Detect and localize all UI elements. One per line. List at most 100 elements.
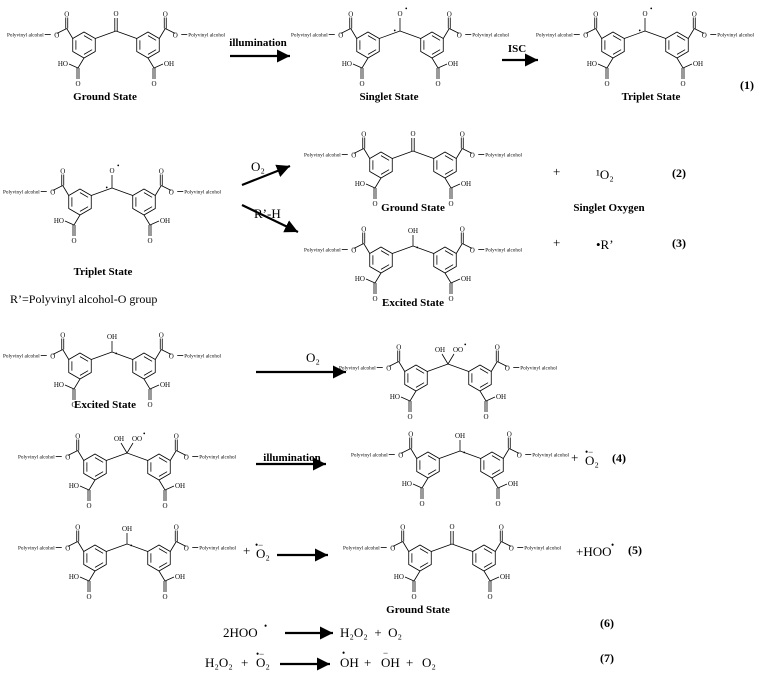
plus-5: + <box>243 543 250 558</box>
eq7-h2o2: H₂O₂ <box>205 655 233 670</box>
ester-o-right: O <box>509 545 514 553</box>
eq7-hydroxide-sup: − <box>383 648 388 658</box>
ester-o-left: O <box>351 152 356 160</box>
acid-bond-right <box>158 570 166 582</box>
acid-oh-bond-left <box>365 278 376 284</box>
acid-oh-bond-right <box>164 576 175 582</box>
ring-double-bond <box>94 457 104 463</box>
ring-double-bond <box>380 250 390 256</box>
ester-o-bond-right <box>501 541 512 547</box>
ring-double-bond <box>79 356 89 362</box>
ring-double-bond <box>367 35 377 41</box>
acid-ho-left: HO <box>69 482 79 490</box>
superoxide-5-sup: •− <box>255 540 263 550</box>
ring-double-bond <box>444 155 454 161</box>
rh-arrow-label: R’-H <box>254 206 281 221</box>
acid-oh-right: OH <box>448 60 458 68</box>
ester-o-bond-left <box>585 28 596 34</box>
pva-left: Polyvinyl alcohol <box>18 546 55 552</box>
o2-arrow-label-2: O₂ <box>306 350 320 365</box>
ester-o-right: O <box>702 32 707 40</box>
bridge-bond-right <box>412 150 434 159</box>
acid-ho-left: HO <box>587 60 597 68</box>
acid-oh-bond-right <box>489 576 500 582</box>
acid-oh-bond-left <box>365 183 376 189</box>
acid-oh-bond-left <box>68 63 79 69</box>
pva-left: Polyvinyl alcohol <box>536 33 573 39</box>
acid-oxygen-right: O <box>487 593 492 601</box>
acid-oh-bond-right <box>497 483 508 489</box>
ring-double-bond <box>483 548 493 554</box>
hoo-5-sup: • <box>611 540 614 550</box>
ester-o-left: O <box>338 32 343 40</box>
illumination-label-4: illumination <box>263 452 320 464</box>
ester-o-left: O <box>386 365 391 373</box>
acid-oxygen-right: O <box>162 593 167 601</box>
ring-double-bond <box>612 49 622 55</box>
acid-oxygen-left: O <box>71 237 76 245</box>
ester-bond-left <box>363 148 371 159</box>
ester-bond-left <box>595 28 603 39</box>
acid-oh-bond-left <box>79 485 90 491</box>
singlet-state-label: Singlet State <box>360 91 419 103</box>
hydroxyl-group: OH <box>435 346 445 354</box>
ester-oxygen-left: O <box>408 431 413 439</box>
radical-oxygen: O <box>109 167 114 175</box>
carbonyl-oxygen: O <box>113 10 118 18</box>
o2-arrow-label: O₂ <box>251 159 265 174</box>
acid-oh-bond-left <box>352 63 363 69</box>
ring-double-bond <box>676 49 686 55</box>
radical-dot: • <box>117 162 120 170</box>
hydroxyl-group: OH <box>408 227 418 235</box>
plus-4: + <box>571 450 578 465</box>
ester-o-bond-right <box>462 243 473 249</box>
triplet-state-label-2: Triplet State <box>74 266 133 278</box>
ring-double-bond <box>491 469 501 475</box>
excited-state-label-2: Excited State <box>74 399 136 411</box>
ring-double-bond <box>79 192 89 198</box>
acid-ho-left: HO <box>54 381 64 389</box>
acid-oxygen-left: O <box>71 401 76 409</box>
pva-right: Polyvinyl alcohol <box>188 33 225 39</box>
ester-oxygen-left: O <box>75 433 80 441</box>
bridge-bond-right <box>412 245 434 254</box>
ester-bond-left <box>350 28 358 39</box>
acid-ho-left: HO <box>58 60 68 68</box>
pva-left: Polyvinyl alcohol <box>7 33 44 39</box>
ester-o-bond-right <box>165 28 176 34</box>
ring-double-bond <box>427 469 437 475</box>
hoo-5: +HOO <box>576 544 612 559</box>
ester-o-bond-left <box>67 541 78 547</box>
ester-o-right: O <box>184 545 189 553</box>
ester-o-right: O <box>184 454 189 462</box>
ester-bond-right <box>154 185 162 196</box>
acid-oh-bond-right <box>450 278 461 284</box>
acid-oh-bond-right <box>149 384 160 390</box>
ester-oxygen-right: O <box>447 11 452 19</box>
ester-bond-left <box>398 361 406 372</box>
acid-oxygen-left: O <box>411 593 416 601</box>
acid-bond-left <box>374 177 382 189</box>
equation-number-7: (7) <box>600 651 614 665</box>
acid-oh-bond-right <box>153 63 164 69</box>
radical-dot: • <box>405 5 408 13</box>
acid-oh-right: OH <box>500 573 510 581</box>
ring-double-bond <box>380 264 390 270</box>
bridge-bond-right <box>451 543 473 552</box>
ring-double-bond <box>143 356 153 362</box>
acid-ho-left: HO <box>390 393 400 401</box>
ester-oxygen-right: O <box>174 524 179 532</box>
acid-bond-left <box>374 272 382 284</box>
acid-oh-right: OH <box>508 480 518 488</box>
acid-bond-left <box>88 570 96 582</box>
ester-o-bond-right <box>694 28 705 34</box>
ester-o-right: O <box>470 152 475 160</box>
c-oh-bond <box>120 442 128 454</box>
ester-o-bond-right <box>176 450 187 456</box>
